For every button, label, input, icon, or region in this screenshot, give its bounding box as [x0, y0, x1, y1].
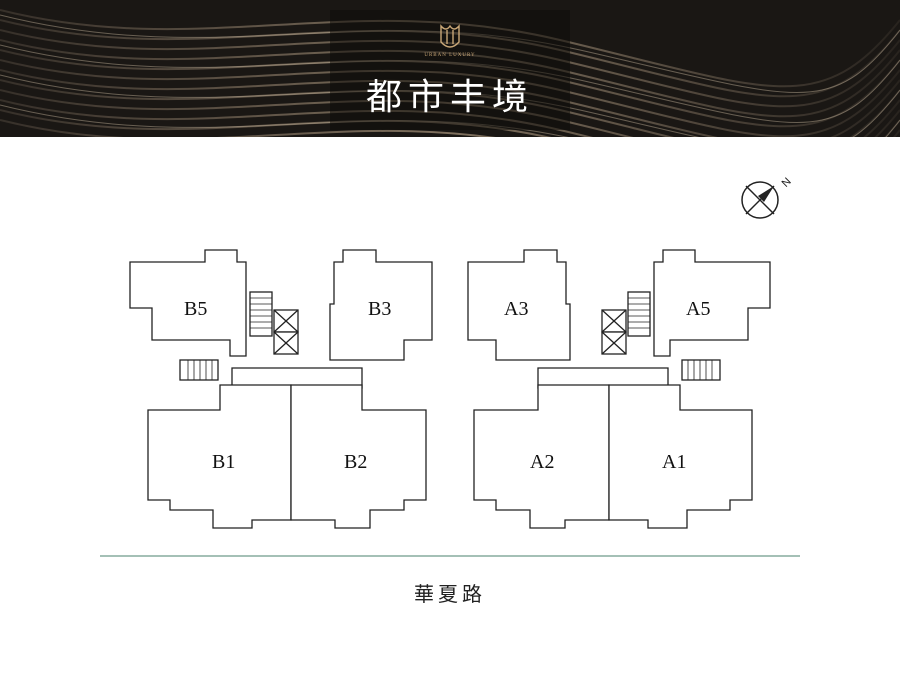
banner-wave-texture: [0, 9, 900, 137]
unit-a2-outline: [473, 384, 610, 529]
unit-b2-outline: [290, 384, 427, 529]
brand-subtitle: URBAN LUXURY: [424, 53, 476, 58]
unit-b1-outline: [147, 384, 292, 529]
unit-label-b2: B2: [344, 451, 367, 473]
site-floor-plan: N B5 B3 B1 B2 A3 A5 A2 A1: [100, 176, 800, 557]
brand-title: 都市丰境: [365, 77, 534, 118]
unit-label-b3: B3: [368, 298, 391, 320]
road-name-label: 華夏路: [414, 582, 486, 606]
unit-label-a3: A3: [504, 298, 528, 320]
elevator-icon: [273, 309, 299, 355]
unit-label-b5: B5: [184, 298, 207, 320]
header-banner: URBAN LUXURY 都市丰境: [0, 0, 900, 137]
compass-north-label: N: [780, 176, 794, 190]
stair-icon: [179, 359, 219, 381]
unit-b3-outline: [329, 249, 433, 361]
stair-icon: [681, 359, 721, 381]
unit-label-a5: A5: [686, 298, 710, 320]
unit-label-a1: A1: [662, 451, 686, 473]
unit-label-b1: B1: [212, 451, 235, 473]
brand-logo-icon: [440, 24, 460, 48]
elevator-icon: [601, 309, 627, 355]
stair-icon: [627, 291, 651, 337]
unit-a1-outline: [608, 384, 753, 529]
stair-icon: [249, 291, 273, 337]
unit-label-a2: A2: [530, 451, 554, 473]
unit-a5-outline: [653, 249, 771, 357]
compass-icon: [741, 181, 779, 219]
unit-a3-outline: [467, 249, 571, 361]
unit-b5-outline: [129, 249, 247, 357]
